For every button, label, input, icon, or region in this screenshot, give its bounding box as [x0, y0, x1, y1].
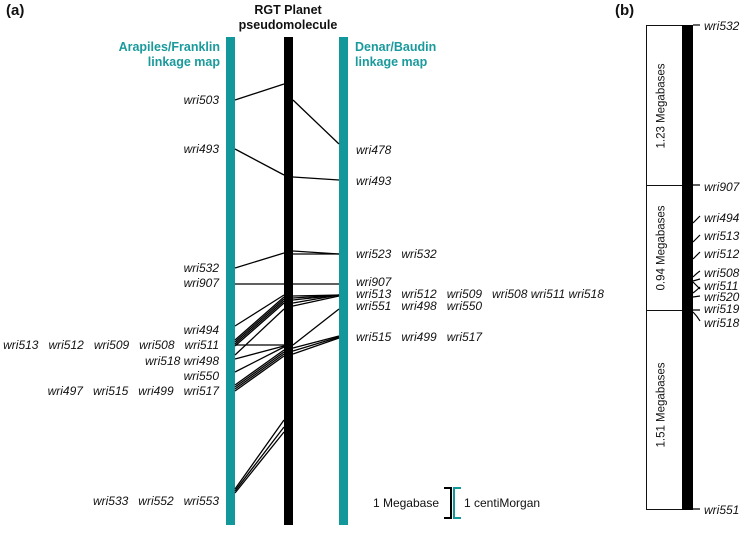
panel-b-pseudomolecule-bar	[682, 25, 693, 510]
panel-b-marker: wri511	[704, 279, 739, 293]
panel-b-label: (b)	[615, 2, 635, 19]
right-marker: wri551 wri498 wri550	[356, 299, 483, 313]
left-marker: wri550	[183, 369, 219, 383]
segment-box-3	[646, 310, 683, 510]
left-marker: wri533 wri552 wri553	[92, 494, 219, 508]
segment-label-2-wrap: 0.94 Megabases	[614, 205, 714, 290]
panel-b-marker: wri508	[704, 266, 740, 280]
segment-label: 0.94 Megabases	[655, 205, 668, 291]
segment-label-3-wrap: 1.51 Megabases	[614, 362, 714, 447]
panel-b-marker: wri551	[704, 503, 740, 517]
segment-label: 1.51 Megabases	[655, 362, 668, 448]
left-marker: wri494	[183, 323, 219, 337]
segment-box-1	[646, 25, 683, 186]
pseudomolecule-title: RGT Planet pseudomolecule	[228, 3, 348, 33]
right-marker: wri907	[356, 275, 392, 289]
segment-box-2	[646, 185, 683, 311]
left-map-title-line1: Arapiles/Franklin	[118, 40, 220, 54]
panel-b-marker: wri532	[704, 19, 740, 33]
segment-label: 1.23 Megabases	[655, 63, 668, 149]
panel-b-marker: wri513	[704, 229, 740, 243]
panel-b-marker: wri520	[704, 290, 740, 304]
panel-b-marker: wri494	[704, 211, 740, 225]
left-map-title: Arapiles/Franklin linkage map	[119, 40, 220, 70]
left-marker: wri497 wri515 wri499 wri517	[47, 384, 219, 398]
segment-label-1-wrap: 1.23 Megabases	[614, 63, 714, 148]
pseudomolecule-title-line2: pseudomolecule	[238, 18, 338, 32]
panel-b-marker: wri907	[704, 180, 740, 194]
left-marker: wri493	[183, 142, 219, 156]
left-marker: wri513 wri512 wri509 wri508 wri511	[3, 338, 219, 352]
left-marker: wri503	[183, 93, 219, 107]
pseudomolecule-bar	[284, 37, 293, 525]
right-marker: wri513 wri512 wri509 wri508 wri511 wri51…	[356, 287, 604, 301]
right-marker: wri493	[356, 174, 392, 188]
panel-b-marker: wri512	[704, 247, 740, 261]
pseudomolecule-title-line1: RGT Planet	[254, 3, 322, 17]
panel-b-marker: wri518	[704, 316, 740, 330]
right-marker: wri478	[356, 143, 392, 157]
scale-centimorgan-label: 1 centiMorgan	[464, 496, 541, 510]
right-map-title: Denar/Baudin linkage map	[355, 40, 436, 70]
right-marker: wri523 wri532	[356, 247, 437, 261]
right-marker: wri515 wri499 wri517	[356, 330, 483, 344]
panel-a-label: (a)	[6, 2, 25, 19]
right-map-title-line2: linkage map	[355, 55, 428, 69]
left-map-title-line2: linkage map	[147, 55, 220, 69]
left-marker: wri907	[183, 276, 219, 290]
right-linkage-map-bar	[339, 37, 348, 525]
panel-b-marker: wri519	[704, 302, 740, 316]
right-map-title-line1: Denar/Baudin	[355, 40, 437, 54]
left-marker: wri518 wri498	[144, 354, 219, 368]
left-marker: wri532	[183, 261, 219, 275]
scale-megabase-label: 1 Megabase	[372, 496, 439, 510]
left-linkage-map-bar	[226, 37, 235, 525]
